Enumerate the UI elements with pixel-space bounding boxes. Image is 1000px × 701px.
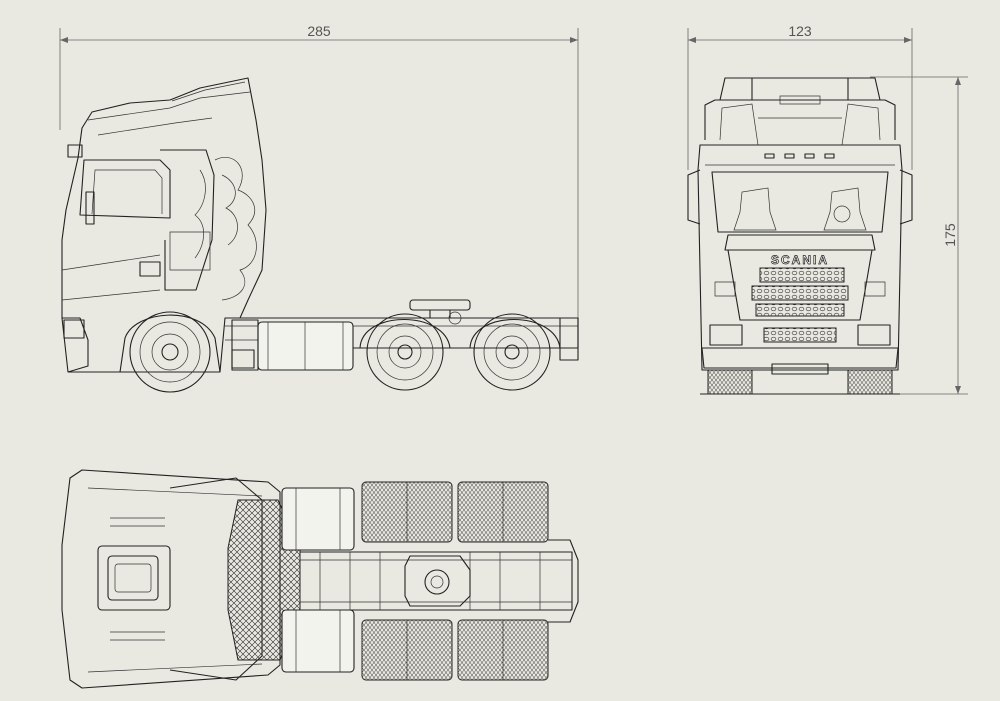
width-label: 123 [788, 23, 812, 39]
height-label: 175 [942, 223, 958, 247]
front-left-tire [707, 369, 753, 395]
upper-grille [759, 267, 845, 283]
front-right-tire [847, 369, 893, 395]
scania-logo: SCANIA [771, 253, 829, 267]
length-label: 285 [307, 23, 331, 39]
lower-grille [755, 303, 845, 317]
side-view [61, 77, 579, 393]
front-view: SCANIA [687, 77, 913, 395]
marker-lights [764, 153, 835, 159]
dimension-width: 123 [687, 23, 913, 170]
top-view [61, 469, 579, 689]
middle-grille [751, 285, 849, 301]
dimension-length: 285 [59, 23, 579, 325]
dimension-height: 175 [870, 76, 968, 395]
rear-tires-top [361, 481, 549, 681]
